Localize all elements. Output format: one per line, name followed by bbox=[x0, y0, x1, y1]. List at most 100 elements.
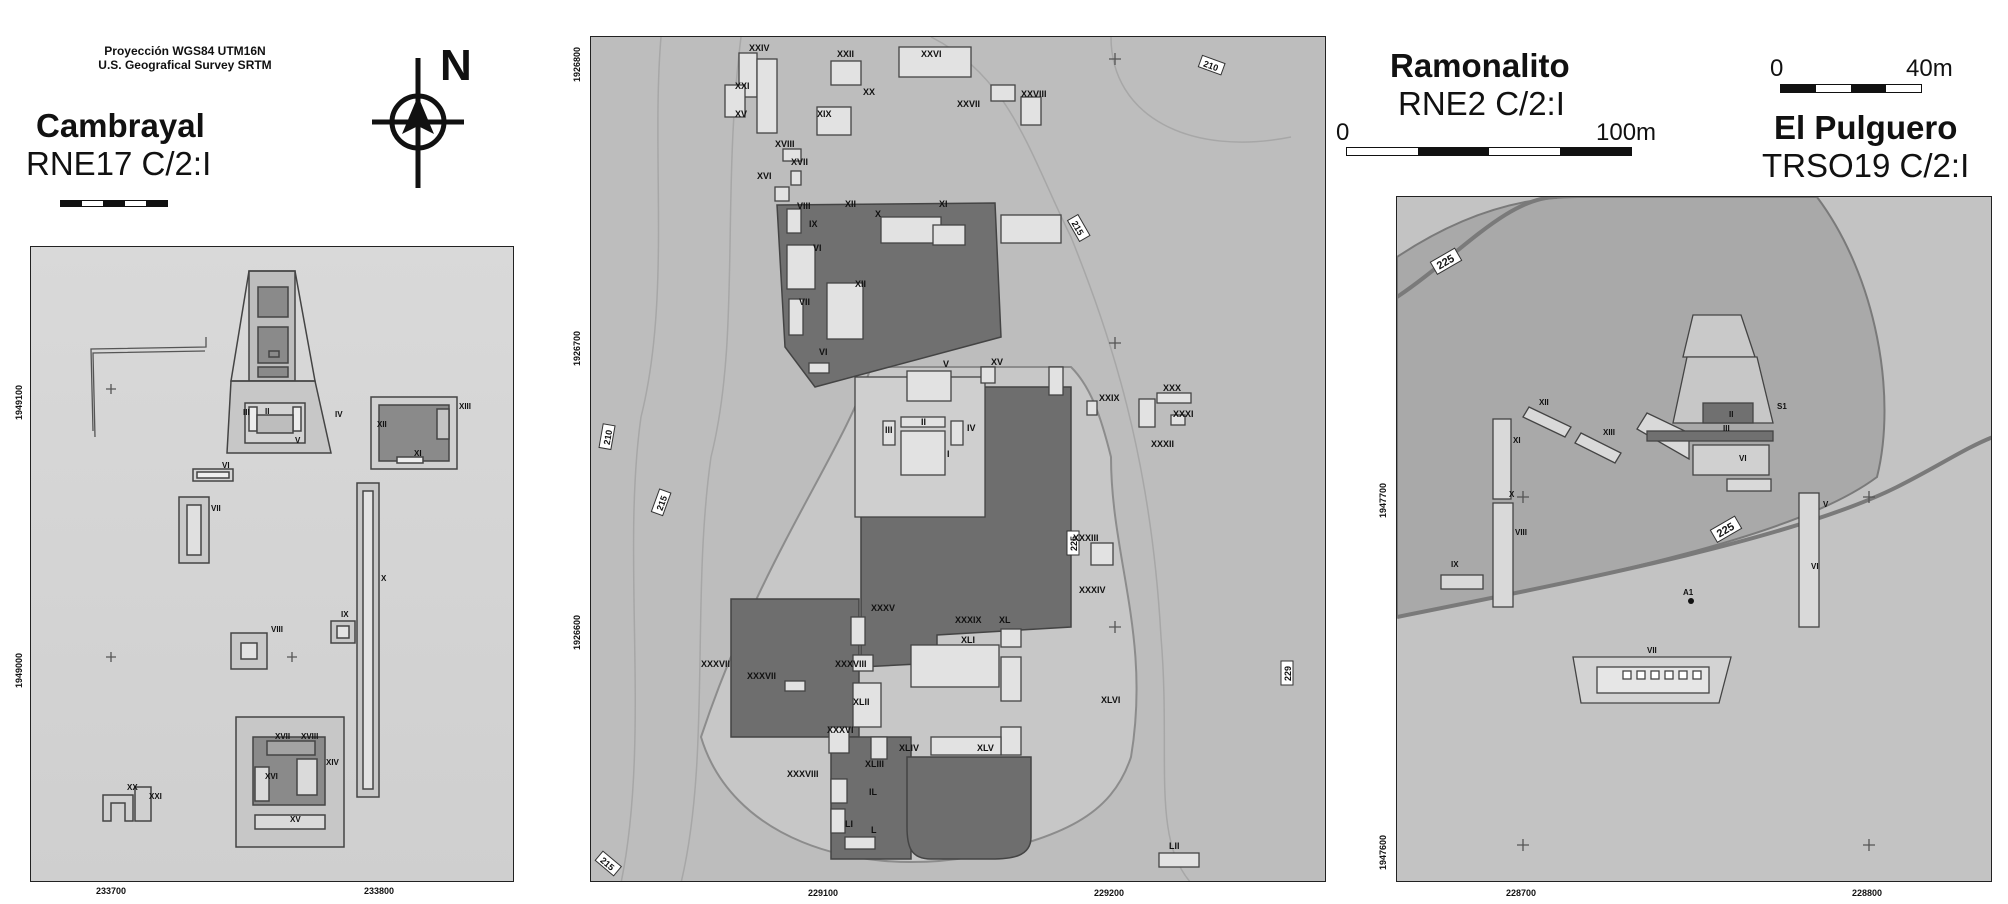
svg-text:XXVIII: XXVIII bbox=[1021, 89, 1047, 99]
ramonalito-scale-end: 100m bbox=[1596, 119, 1657, 146]
ramonalito-name: Ramonalito bbox=[1390, 47, 1570, 84]
svg-text:XLV: XLV bbox=[977, 743, 994, 753]
svg-text:L: L bbox=[871, 825, 877, 835]
svg-text:XXXIV: XXXIV bbox=[1079, 585, 1106, 595]
cambrayal-name: Cambrayal bbox=[36, 107, 205, 144]
svg-text:XXXIII: XXXIII bbox=[1073, 533, 1099, 543]
svg-text:VIII: VIII bbox=[1515, 528, 1527, 537]
svg-text:XVIII: XVIII bbox=[301, 732, 318, 741]
svg-text:VII: VII bbox=[799, 297, 810, 307]
svg-text:XXIX: XXIX bbox=[1099, 393, 1120, 403]
svg-text:VI: VI bbox=[813, 243, 822, 253]
ramonalito-x-tick-2: 229200 bbox=[1094, 888, 1125, 898]
svg-text:XVII: XVII bbox=[275, 732, 290, 741]
projection-info: Proyección WGS84 UTM16N U.S. Geografical… bbox=[80, 44, 290, 72]
svg-text:XX: XX bbox=[127, 783, 138, 792]
pulguero-scale-start: 0 bbox=[1770, 55, 1784, 82]
svg-text:VI: VI bbox=[1739, 454, 1747, 463]
svg-text:XVII: XVII bbox=[791, 157, 808, 167]
svg-text:XIX: XIX bbox=[817, 109, 832, 119]
svg-text:XII: XII bbox=[1539, 398, 1549, 407]
ramonalito-y-tick-3: 1926600 bbox=[572, 614, 582, 650]
cambrayal-y-tick-2: 1949000 bbox=[14, 652, 24, 688]
svg-text:III: III bbox=[1723, 424, 1730, 433]
pulguero-x-tick-2: 228800 bbox=[1852, 888, 1883, 898]
svg-text:XV: XV bbox=[735, 109, 747, 119]
cambrayal-y-tick-1: 1949100 bbox=[14, 384, 24, 420]
svg-text:XI: XI bbox=[414, 449, 422, 458]
ram-contour-1: 210 bbox=[1202, 59, 1220, 74]
svg-text:XXXVI: XXXVI bbox=[827, 725, 854, 735]
pulguero-code: TRSO19 C/2:I bbox=[1762, 147, 1970, 184]
svg-text:XXI: XXI bbox=[735, 81, 750, 91]
ramonalito-x-tick-1: 229100 bbox=[808, 888, 839, 898]
ram-contour-6: 229 bbox=[1283, 666, 1293, 681]
svg-text:XII: XII bbox=[855, 279, 866, 289]
svg-text:VII: VII bbox=[1647, 646, 1657, 655]
svg-text:XVI: XVI bbox=[265, 772, 278, 781]
ramonalito-scale-bar bbox=[1346, 147, 1632, 156]
svg-text:XII: XII bbox=[377, 420, 387, 429]
svg-text:XX: XX bbox=[863, 87, 875, 97]
svg-text:XIII: XIII bbox=[459, 402, 471, 411]
svg-text:XI: XI bbox=[939, 199, 948, 209]
north-label: N bbox=[440, 41, 472, 90]
ramonalito-scale-start: 0 bbox=[1336, 119, 1350, 146]
svg-text:XXVI: XXVI bbox=[921, 49, 942, 59]
svg-text:XLIII: XLIII bbox=[865, 759, 884, 769]
cambrayal-code: RNE17 C/2:I bbox=[26, 145, 212, 182]
svg-text:XV: XV bbox=[991, 357, 1003, 367]
svg-text:XLI: XLI bbox=[961, 635, 975, 645]
svg-text:XXXVII: XXXVII bbox=[747, 671, 776, 681]
svg-text:I: I bbox=[947, 449, 950, 459]
projection-line-1: Proyección WGS84 UTM16N bbox=[104, 44, 266, 58]
ramonalito-y-tick-2: 1926700 bbox=[572, 330, 582, 366]
svg-text:X: X bbox=[875, 209, 881, 219]
svg-text:XIV: XIV bbox=[326, 758, 340, 767]
pulguero-y-tick-2: 1947600 bbox=[1378, 834, 1388, 870]
ram-contour-4: 215 bbox=[655, 494, 670, 512]
svg-text:XXXVIII: XXXVIII bbox=[787, 769, 819, 779]
svg-text:LII: LII bbox=[1169, 841, 1180, 851]
svg-text:S1: S1 bbox=[1777, 402, 1787, 411]
svg-text:III: III bbox=[243, 408, 250, 417]
svg-text:VIII: VIII bbox=[271, 625, 283, 634]
svg-text:V: V bbox=[1823, 500, 1829, 509]
svg-text:XVI: XVI bbox=[757, 171, 772, 181]
ramonalito-y-tick-1: 1926800 bbox=[572, 46, 582, 82]
svg-text:XXXI: XXXI bbox=[1173, 409, 1194, 419]
projection-line-2: U.S. Geografical Survey SRTM bbox=[98, 58, 272, 72]
cambrayal-x-tick-2: 233800 bbox=[364, 886, 395, 896]
svg-text:IV: IV bbox=[967, 423, 976, 433]
svg-text:VII: VII bbox=[211, 504, 221, 513]
svg-text:XVIII: XVIII bbox=[775, 139, 795, 149]
svg-text:X: X bbox=[381, 574, 387, 583]
svg-text:XLII: XLII bbox=[853, 697, 870, 707]
pulguero-x-tick-1: 228700 bbox=[1506, 888, 1537, 898]
svg-text:XXVII: XXVII bbox=[957, 99, 980, 109]
svg-text:X: X bbox=[1509, 490, 1515, 499]
svg-text:IL: IL bbox=[869, 787, 878, 797]
svg-text:III: III bbox=[885, 425, 893, 435]
svg-text:A1: A1 bbox=[1683, 588, 1694, 597]
svg-text:IX: IX bbox=[341, 610, 349, 619]
svg-text:LI: LI bbox=[845, 819, 853, 829]
svg-text:XXX: XXX bbox=[1163, 383, 1181, 393]
svg-text:XXXV: XXXV bbox=[871, 603, 895, 613]
svg-text:XLIV: XLIV bbox=[899, 743, 919, 753]
north-arrow-icon: N bbox=[372, 41, 472, 188]
cambrayal-scale-bar bbox=[60, 200, 168, 207]
svg-text:XXXII: XXXII bbox=[1151, 439, 1174, 449]
svg-text:XXXIX: XXXIX bbox=[955, 615, 982, 625]
svg-text:XXI: XXI bbox=[149, 792, 162, 801]
svg-text:XXXVII: XXXVII bbox=[701, 659, 730, 669]
svg-text:XII: XII bbox=[845, 199, 856, 209]
svg-text:V: V bbox=[943, 359, 949, 369]
svg-text:VI: VI bbox=[1811, 562, 1819, 571]
svg-text:II: II bbox=[1729, 410, 1733, 419]
svg-text:II: II bbox=[921, 417, 926, 427]
pulguero-scale-bar bbox=[1780, 84, 1922, 93]
svg-text:II: II bbox=[265, 407, 269, 416]
ram-contour-5: 225 bbox=[1069, 536, 1079, 551]
